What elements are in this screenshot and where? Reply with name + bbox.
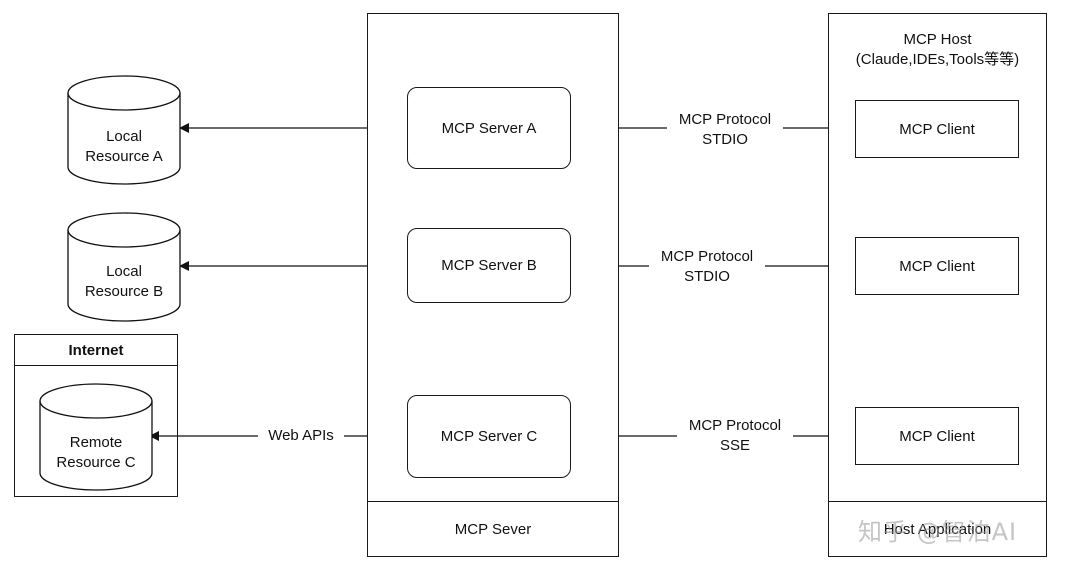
remote-resource-c: Remote Resource C (56, 434, 136, 471)
mcp-server-c: MCP Server C (407, 395, 571, 478)
mcp-server-container-label: MCP Sever (368, 501, 618, 556)
database-icon (39, 383, 153, 491)
mcp-server-b: MCP Server B (407, 228, 571, 303)
internet-container: Internet (14, 334, 178, 497)
watermark: 知乎 @智泊AI (858, 518, 1018, 546)
protocol-label-c: MCP Protocol SSE (677, 416, 793, 456)
protocol-label-b: MCP Protocol STDIO (649, 247, 765, 287)
internet-title: Internet (15, 335, 177, 366)
database-icon (67, 212, 181, 322)
host-application-label: Host Application (829, 501, 1046, 556)
mcp-host-title: MCP Host (Claude,IDEs,Tools等等) (855, 31, 1020, 68)
local-resource-b: Local Resource B (84, 263, 164, 300)
mcp-client-b: MCP Client (855, 237, 1019, 295)
mcp-server-a: MCP Server A (407, 87, 571, 169)
mcp-client-c: MCP Client (855, 407, 1019, 465)
web-apis-label: Web APIs (258, 426, 344, 446)
protocol-label-a: MCP Protocol STDIO (667, 110, 783, 150)
local-resource-a: Local Resource A (85, 128, 163, 165)
database-icon (67, 75, 181, 185)
mcp-client-a: MCP Client (855, 100, 1019, 158)
